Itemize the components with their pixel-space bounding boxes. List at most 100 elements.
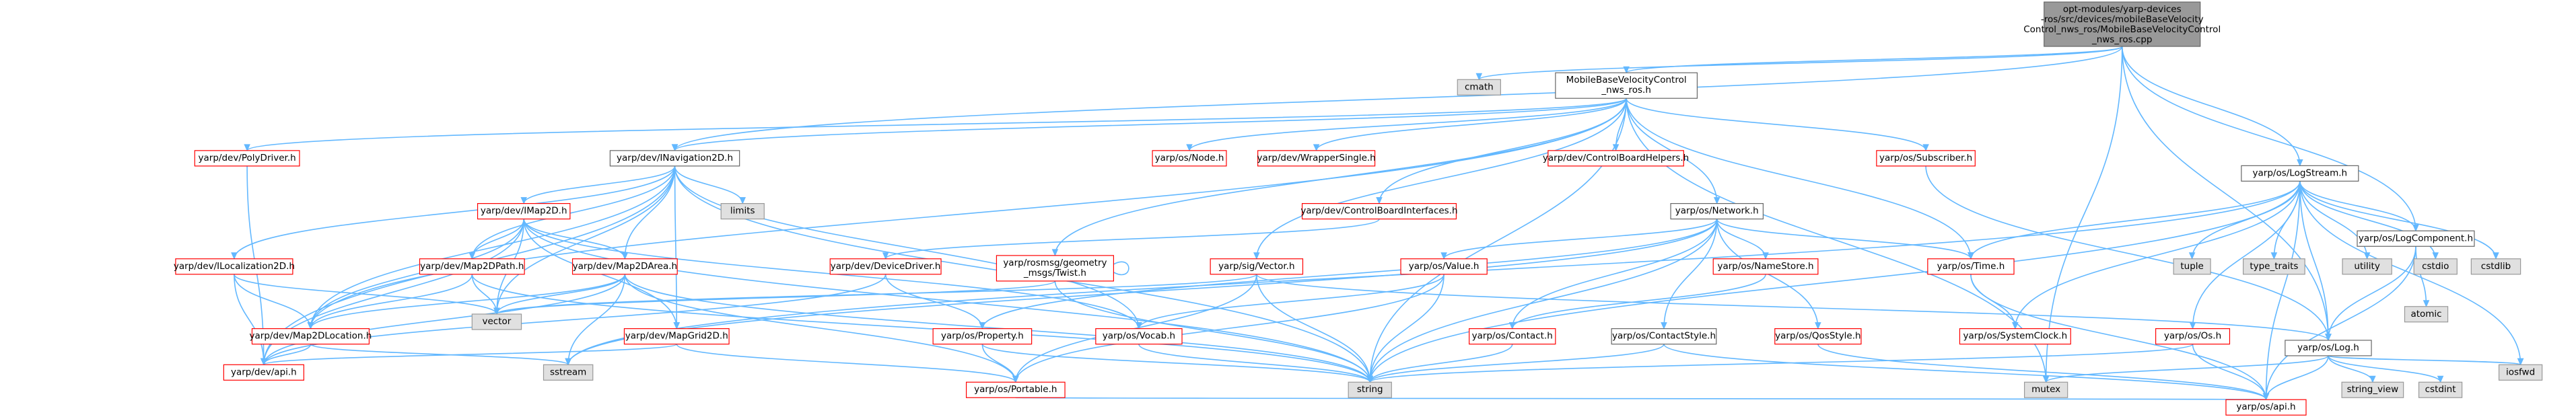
node-logcomponent[interactable]: yarp/os/LogComponent.h — [2357, 230, 2475, 247]
node-oslog[interactable]: yarp/os/Log.h — [2285, 340, 2372, 356]
node-cstdint: cstdint — [2418, 381, 2463, 398]
edge-cbinterfaces-to-devicedriver — [882, 218, 1380, 260]
node-root[interactable]: opt-modules/yarp-devices-ros/src/devices… — [2023, 1, 2221, 47]
node-box-ilocalization2d — [175, 258, 293, 275]
node-vector: vector — [471, 313, 522, 330]
edge-contactstyle-to-osapi — [1663, 344, 2270, 401]
edge-logstream-to-cstdlib — [2299, 181, 2499, 260]
node-subscriber[interactable]: yarp/os/Subscriber.h — [1876, 150, 1976, 167]
node-map2darea[interactable]: yarp/dev/Map2DArea.h — [571, 258, 678, 275]
edge-mbvc_h-to-inav2d — [671, 98, 1627, 152]
node-map2dpath[interactable]: yarp/dev/Map2DPath.h — [419, 258, 525, 275]
node-label-root-line-3: _nws_ros.cpp — [2091, 34, 2153, 45]
edge-property-to-portable — [981, 344, 1019, 383]
node-box-qosstyle — [1774, 328, 1862, 345]
edge-ilocalization2d-to-map2dlocation — [234, 274, 314, 330]
node-atomic: atomic — [2404, 306, 2449, 323]
node-label-cbhelpers-line-0: yarp/dev/ControlBoardHelpers.h — [1543, 153, 1689, 163]
node-label-devicedriver-line-0: yarp/dev/DeviceDriver.h — [831, 261, 941, 272]
edge-logcomponent-to-oslog — [2325, 246, 2416, 342]
node-cbhelpers[interactable]: yarp/dev/ControlBoardHelpers.h — [1543, 150, 1689, 167]
node-network[interactable]: yarp/os/Network.h — [1670, 202, 1764, 220]
edge-root-to-inav2d — [671, 46, 2123, 152]
node-box-cstdio — [2413, 258, 2458, 275]
node-iosfwd: iosfwd — [2498, 364, 2543, 381]
edge-osos-to-string — [1366, 343, 2194, 383]
node-box-property — [932, 328, 1033, 345]
node-mbvc_h[interactable]: MobileBaseVelocityControl_nws_ros.h — [1555, 72, 1698, 99]
node-label-mutex-line-0: mutex — [2031, 384, 2060, 395]
node-logstream[interactable]: yarp/os/LogStream.h — [2241, 165, 2359, 182]
node-vocab[interactable]: yarp/os/Vocab.h — [1095, 328, 1183, 345]
node-label-string_view-line-0: string_view — [2347, 384, 2399, 395]
node-label-ilocalization2d-line-0: yarp/dev/ILocalization2D.h — [174, 261, 295, 272]
node-box-osos — [2155, 328, 2231, 345]
edge-network-to-ostime — [1716, 219, 1974, 260]
node-box-devapi — [223, 364, 304, 381]
node-polydriver[interactable]: yarp/dev/PolyDriver.h — [194, 150, 300, 167]
node-devapi[interactable]: yarp/dev/api.h — [223, 364, 304, 381]
node-contact[interactable]: yarp/os/Contact.h — [1469, 328, 1556, 345]
node-systemclock[interactable]: yarp/os/SystemClock.h — [1959, 328, 2071, 345]
node-twist[interactable]: yarp/rosmsg/geometry_msgs/Twist.h — [996, 255, 1114, 282]
node-box-network — [1670, 202, 1764, 220]
edge-portable-to-osapi — [1015, 393, 2270, 401]
node-box-devicedriver — [829, 258, 942, 275]
node-mapgrid2d[interactable]: yarp/dev/MapGrid2D.h — [623, 328, 730, 345]
node-box-twist — [996, 255, 1114, 282]
node-box-cmath — [1457, 79, 1501, 96]
node-label-cmath-line-0: cmath — [1465, 81, 1494, 92]
edge-logstream-to-cstdio — [2299, 181, 2439, 260]
node-namestore[interactable]: yarp/os/NameStore.h — [1712, 258, 1819, 275]
node-label-cstdlib-line-0: cstdlib — [2481, 261, 2511, 272]
node-label-value-line-0: yarp/os/Value.h — [1409, 261, 1480, 272]
node-qosstyle[interactable]: yarp/os/QosStyle.h — [1774, 328, 1862, 345]
node-property[interactable]: yarp/os/Property.h — [932, 328, 1033, 345]
node-label-cbinterfaces-line-0: yarp/dev/ControlBoardInterfaces.h — [1300, 206, 1457, 217]
edge-value-to-vocab — [1136, 274, 1444, 330]
node-label-osapi-line-0: yarp/os/api.h — [2236, 402, 2295, 412]
node-contactstyle[interactable]: yarp/os/ContactStyle.h — [1611, 328, 1717, 345]
node-box-sigvector — [1210, 258, 1304, 275]
node-box-map2dlocation — [251, 328, 370, 345]
node-osapi[interactable]: yarp/os/api.h — [2225, 399, 2307, 416]
node-label-tuple-line-0: tuple — [2180, 261, 2203, 272]
node-ilocalization2d[interactable]: yarp/dev/ILocalization2D.h — [174, 258, 295, 275]
node-box-cstdlib — [2470, 258, 2521, 275]
node-ostime[interactable]: yarp/os/Time.h — [1927, 258, 2015, 275]
node-imap2d[interactable]: yarp/dev/IMap2D.h — [477, 202, 571, 220]
node-label-limits-line-0: limits — [730, 206, 755, 217]
node-box-node — [1152, 150, 1227, 167]
node-label-map2dpath-line-0: yarp/dev/Map2DPath.h — [420, 261, 524, 272]
node-label-mapgrid2d-line-0: yarp/dev/MapGrid2D.h — [625, 331, 728, 342]
node-cbinterfaces[interactable]: yarp/dev/ControlBoardInterfaces.h — [1300, 202, 1458, 220]
node-wrappersingle[interactable]: yarp/dev/WrapperSingle.h — [1257, 150, 1376, 167]
node-label-logstream-line-0: yarp/os/LogStream.h — [2253, 167, 2348, 178]
node-box-root — [2044, 1, 2201, 47]
node-string_view: string_view — [2341, 381, 2404, 398]
node-box-type_traits — [2243, 258, 2305, 275]
node-label-root-line-0: opt-modules/yarp-devices — [2063, 4, 2182, 15]
node-box-mbvc_h — [1555, 72, 1698, 99]
node-devicedriver[interactable]: yarp/dev/DeviceDriver.h — [829, 258, 942, 275]
node-box-vector — [471, 313, 522, 330]
node-sigvector[interactable]: yarp/sig/Vector.h — [1210, 258, 1304, 275]
edge-map2darea-to-map2dlocation — [307, 274, 626, 330]
node-label-osos-line-0: yarp/os/Os.h — [2164, 331, 2221, 342]
node-map2dlocation[interactable]: yarp/dev/Map2DLocation.h — [250, 328, 372, 345]
node-node[interactable]: yarp/os/Node.h — [1152, 150, 1227, 167]
edge-root-to-cmath — [1475, 46, 2123, 81]
node-osos[interactable]: yarp/os/Os.h — [2155, 328, 2231, 345]
node-label-ostime-line-0: yarp/os/Time.h — [1937, 261, 2005, 272]
node-value[interactable]: yarp/os/Value.h — [1400, 258, 1488, 275]
node-label-sigvector-line-0: yarp/sig/Vector.h — [1218, 261, 1294, 272]
node-label-wrappersingle-line-0: yarp/dev/WrapperSingle.h — [1257, 153, 1375, 163]
node-box-contactstyle — [1611, 328, 1717, 345]
edge-logstream-to-osos — [2189, 181, 2301, 330]
node-inav2d[interactable]: yarp/dev/INavigation2D.h — [609, 150, 740, 167]
node-portable[interactable]: yarp/os/Portable.h — [965, 381, 1066, 398]
node-box-string — [1348, 381, 1392, 398]
node-label-vector-line-0: vector — [483, 316, 512, 327]
node-box-vocab — [1095, 328, 1183, 345]
